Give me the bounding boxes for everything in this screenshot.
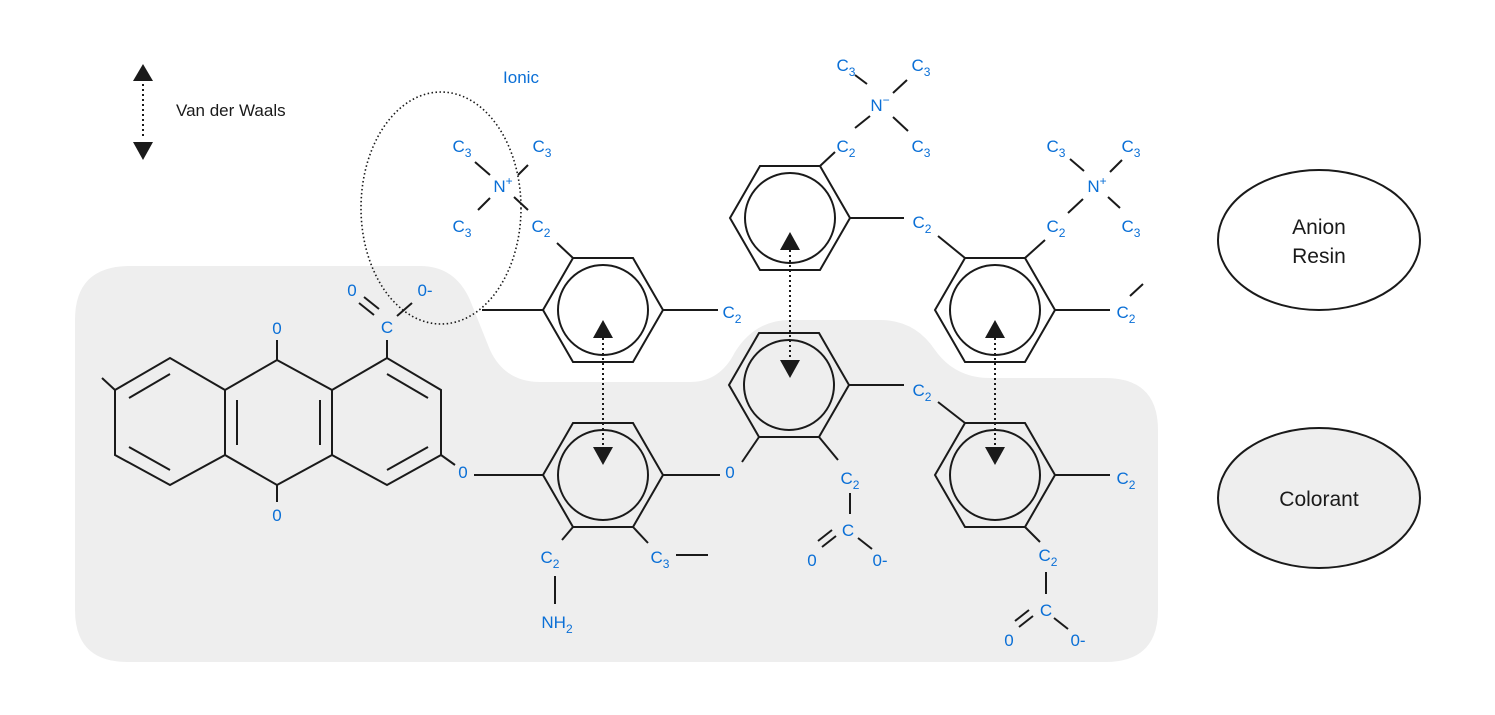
atom-label-n2c3b: C3 (912, 56, 931, 79)
atom-label-r1c2: C2 (723, 303, 742, 326)
arrow-down-icon (780, 360, 800, 378)
atom-label-n2c3c: C3 (912, 137, 931, 160)
atom-label-cx1om: 0- (417, 281, 432, 300)
atom-label-r3c2: C2 (1117, 303, 1136, 326)
atom-label-n1c3a: C3 (453, 137, 472, 160)
bonds (101, 74, 1144, 630)
atom-label-n2c2: C2 (837, 137, 856, 160)
benzene-ring (933, 257, 1057, 363)
atom-label-cx3om: 0- (1070, 631, 1085, 650)
atom-label-r5c2a: C2 (913, 381, 932, 404)
atom-label-n2: N− (870, 93, 889, 115)
ionic-interaction-ellipse (360, 91, 522, 325)
atom-label-r4c3: C3 (651, 548, 670, 571)
anion-resin-label-1: Anion (1292, 216, 1346, 239)
atom-label-cx2o: 0 (807, 551, 816, 570)
atom-label-cx1o: 0 (347, 281, 356, 300)
atom-label-r4c2: C2 (541, 548, 560, 571)
atom-label-r5c2b: C2 (841, 469, 860, 492)
atom-label-cx3c: C (1040, 601, 1052, 620)
arrow-up-icon (985, 320, 1005, 338)
colorant-region (75, 266, 1158, 662)
atom-label-n1c2: C2 (532, 217, 551, 240)
vdw-arrow (985, 320, 1005, 465)
colorant-label: Colorant (1279, 488, 1359, 511)
vdw-legend: Van der Waals (133, 64, 286, 160)
arrow-up-icon (133, 64, 153, 81)
atom-label-n3c3b: C3 (1122, 137, 1141, 160)
atom-label-r6c2a: C2 (1117, 469, 1136, 492)
colorant-legend: Colorant (1217, 427, 1421, 569)
vdw-arrow (780, 232, 800, 378)
atom-label-n3c2: C2 (1047, 217, 1066, 240)
anion-resin-legend: Anion Resin (1217, 169, 1421, 311)
atom-label-n2c3a: C3 (837, 56, 856, 79)
atom-label-link2: 0 (725, 463, 734, 482)
atom-label-n3c3c: C3 (1122, 217, 1141, 240)
atom-label-cx2om: 0- (872, 551, 887, 570)
anion-resin-label-2: Resin (1292, 245, 1346, 268)
atom-label-n1c3c: C3 (453, 217, 472, 240)
arrow-up-icon (593, 320, 613, 338)
arrow-down-icon (133, 142, 153, 160)
arrow-down-icon (593, 447, 613, 465)
vdw-arrows (593, 232, 1005, 465)
vdw-label: Van der Waals (176, 101, 286, 120)
atom-label-n3: N+ (1087, 174, 1106, 196)
vdw-arrow (593, 320, 613, 465)
atom-label-n1c3b: C3 (533, 137, 552, 160)
atom-label-nh2: NH2 (541, 613, 573, 636)
atom-label-aqo1: 0 (272, 319, 281, 338)
arrow-down-icon (985, 447, 1005, 465)
atom-label-link1: 0 (458, 463, 467, 482)
arrow-up-icon (780, 232, 800, 250)
atom-label-cx3o: 0 (1004, 631, 1013, 650)
benzene-ring (728, 165, 852, 271)
ionic-label: Ionic (503, 68, 539, 87)
benzene-ring (541, 257, 665, 363)
atom-label-n1: N+ (493, 174, 512, 196)
atom-label-n3c3a: C3 (1047, 137, 1066, 160)
atom-label-r6c2b: C2 (1039, 546, 1058, 569)
atom-label-cx1c: C (381, 318, 393, 337)
atom-label-aqo2: 0 (272, 506, 281, 525)
atom-label-r2c2: C2 (913, 213, 932, 236)
atom-label-cx2c: C (842, 521, 854, 540)
